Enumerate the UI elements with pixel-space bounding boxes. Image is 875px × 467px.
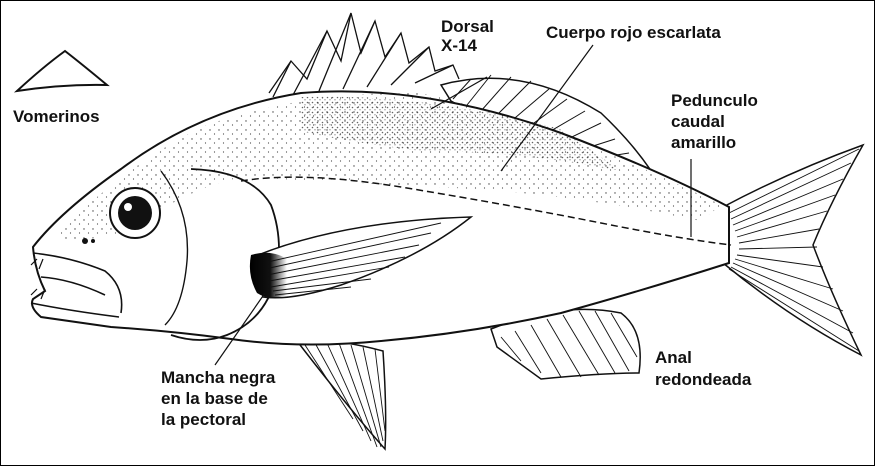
label-vomerinos: Vomerinos: [13, 107, 100, 126]
label-dorsal: Dorsal: [441, 17, 494, 36]
label-pedunculo-2: caudal: [671, 112, 725, 131]
eye-icon: [110, 188, 160, 238]
label-dorsal-count: X-14: [441, 36, 477, 55]
label-pedunculo-1: Pedunculo: [671, 91, 758, 110]
label-pedunculo-3: amarillo: [671, 133, 736, 152]
vomerine-patch-icon: [17, 51, 107, 91]
label-anal-1: Anal: [655, 348, 692, 367]
caudal-fin: [723, 145, 863, 355]
label-cuerpo: Cuerpo rojo escarlata: [546, 23, 721, 42]
label-mancha-2: en la base de: [161, 389, 268, 408]
label-mancha-3: la pectoral: [161, 410, 246, 429]
label-anal-2: redondeada: [655, 370, 752, 389]
pelvic-fin: [297, 340, 386, 449]
label-mancha-1: Mancha negra: [161, 368, 276, 387]
dorsal-spines: [269, 13, 459, 97]
